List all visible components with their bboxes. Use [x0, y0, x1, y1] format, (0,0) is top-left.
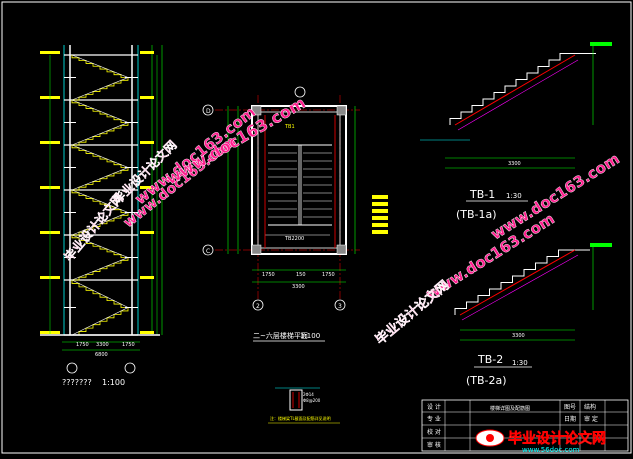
plan-dim-total: 3300	[292, 284, 305, 290]
stair-flight	[64, 189, 138, 236]
tb-design: 设 计	[427, 403, 441, 411]
stair-flight	[64, 279, 138, 336]
tb1-label: TB-1	[469, 188, 495, 201]
axis-bubble	[66, 362, 78, 374]
axis-bubble	[124, 362, 136, 374]
section-dim-3: 1750	[122, 342, 135, 348]
axis-bubble-2	[252, 299, 264, 311]
tb2-detail: 3300 TB-2 1:30 (TB-2a)	[454, 243, 612, 387]
stair-flight	[64, 234, 138, 281]
plan-dim-1: 1750	[262, 272, 275, 278]
tb2-scale: 1:30	[512, 359, 528, 367]
footer-site-cn: 毕业设计论文网	[508, 430, 606, 447]
node-detail: 2Φ14 Φ8@200 注：楼梯梁TL截面及配筋详见说明	[268, 387, 340, 424]
footer-logo: 毕业设计论文网 www.56doc.com	[475, 429, 606, 454]
tb1-detail: 3300 TB-1 1:30 (TB-1a)	[420, 42, 612, 221]
axis-bubble-d	[202, 244, 214, 256]
section-dim-1: 1750	[76, 342, 89, 348]
svg-text:C: C	[206, 248, 210, 255]
plan-title: 二~六层楼梯平面	[253, 331, 308, 340]
axis-bubble-c	[202, 104, 214, 116]
section-dim-2: 3300	[96, 342, 109, 348]
svg-text:Φ8@200: Φ8@200	[303, 398, 321, 403]
tb1-dim: 3300	[508, 161, 521, 167]
axis-bubble-3	[334, 299, 346, 311]
tb-approve: 审 定	[584, 415, 598, 423]
stair-section: 1750 3300 1750 6800 ??????? 1:100	[40, 45, 163, 387]
plan-dim-2: 150	[296, 272, 306, 278]
tb2-label: TB-2	[477, 353, 503, 366]
svg-text:2Φ14: 2Φ14	[303, 392, 314, 397]
tb1-scale: 1:30	[506, 192, 522, 200]
svg-text:TB1: TB1	[284, 124, 295, 130]
plan-scale: 1:100	[300, 332, 320, 340]
stair-plan: TB2200 TB1 D C 2 3 1750 150 1750 3300 二~…	[202, 86, 388, 342]
tb1-sub: (TB-1a)	[456, 208, 497, 221]
section-scale: 1:100	[102, 378, 125, 387]
tb-review: 审 核	[427, 441, 441, 449]
watermark-url-3: www.doc163.com	[163, 93, 309, 188]
svg-text:TB2200: TB2200	[284, 236, 304, 242]
svg-text:2: 2	[256, 303, 260, 310]
svg-text:3: 3	[338, 303, 342, 310]
tb2-sub: (TB-2a)	[466, 374, 507, 387]
tb-sheet: 图号	[564, 404, 576, 411]
tb-structure: 结构	[584, 403, 596, 411]
footer-site: www.56doc.com	[522, 446, 580, 454]
tb-check: 校 对	[427, 428, 441, 436]
stair-flight	[64, 99, 138, 146]
tb-date: 日期	[564, 415, 576, 423]
plan-dim-3: 1750	[322, 272, 335, 278]
stair-flight	[64, 144, 138, 191]
tb2-dim: 3300	[512, 333, 525, 339]
stair-flight	[64, 54, 138, 101]
tb-drawing-name: 楼梯详图及配筋图	[490, 405, 530, 412]
title-block: 设 计 专 业 校 对 审 核 楼梯详图及配筋图 图号 结构 日期 审 定	[421, 399, 629, 452]
section-title: ???????	[62, 378, 92, 387]
svg-text:注：楼梯梁TL截面及配筋详见说明: 注：楼梯梁TL截面及配筋详见说明	[270, 415, 331, 421]
section-dim-total: 6800	[95, 352, 108, 358]
tb-project: 专 业	[427, 415, 441, 423]
watermark-cn-3: 毕业设计论文网	[372, 277, 452, 348]
svg-text:D: D	[206, 108, 211, 115]
